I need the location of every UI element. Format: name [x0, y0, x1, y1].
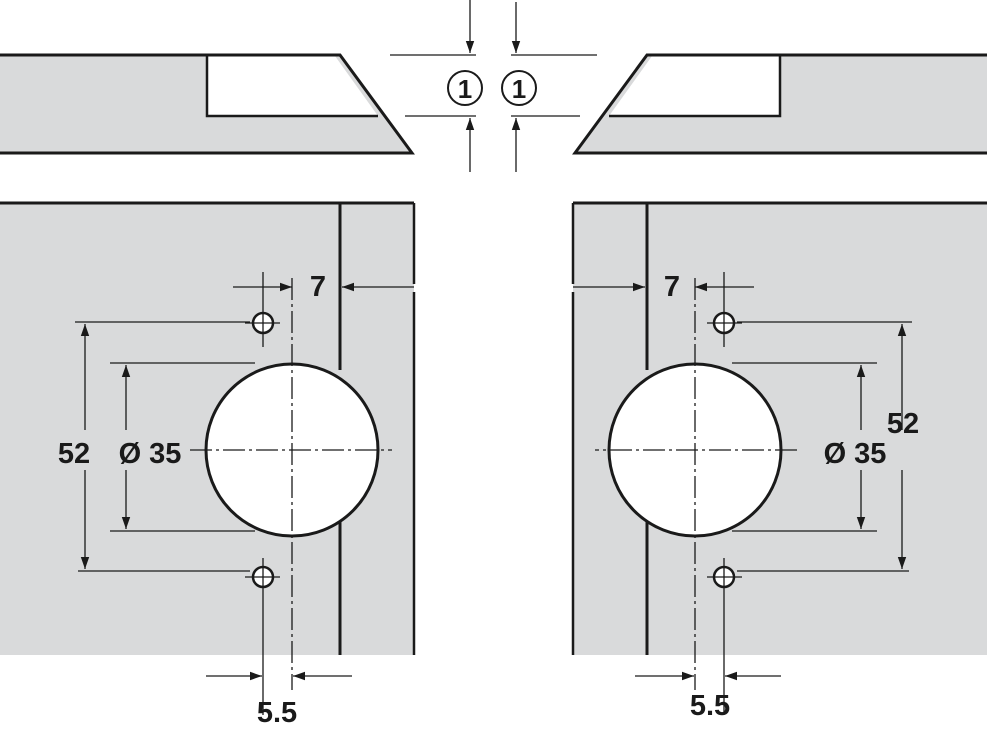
gap-marker-left: 1	[458, 74, 472, 104]
right-hinge-view	[573, 55, 987, 715]
left-edge-distance-label: 7	[310, 271, 326, 303]
left-hinge-view	[0, 55, 414, 715]
left-hole-spacing-label: 52	[58, 438, 90, 470]
gap-dimension	[390, 0, 597, 172]
right-hole-offset-label: 5.5	[690, 690, 730, 722]
right-cup-diameter-label: Ø 35	[824, 438, 887, 470]
right-hole-spacing-label: 52	[887, 408, 919, 440]
left-cup-diameter-label: Ø 35	[119, 438, 182, 470]
gap-marker-right: 1	[512, 74, 526, 104]
right-edge-distance-label: 7	[664, 271, 680, 303]
left-hole-offset-label: 5.5	[257, 697, 297, 729]
